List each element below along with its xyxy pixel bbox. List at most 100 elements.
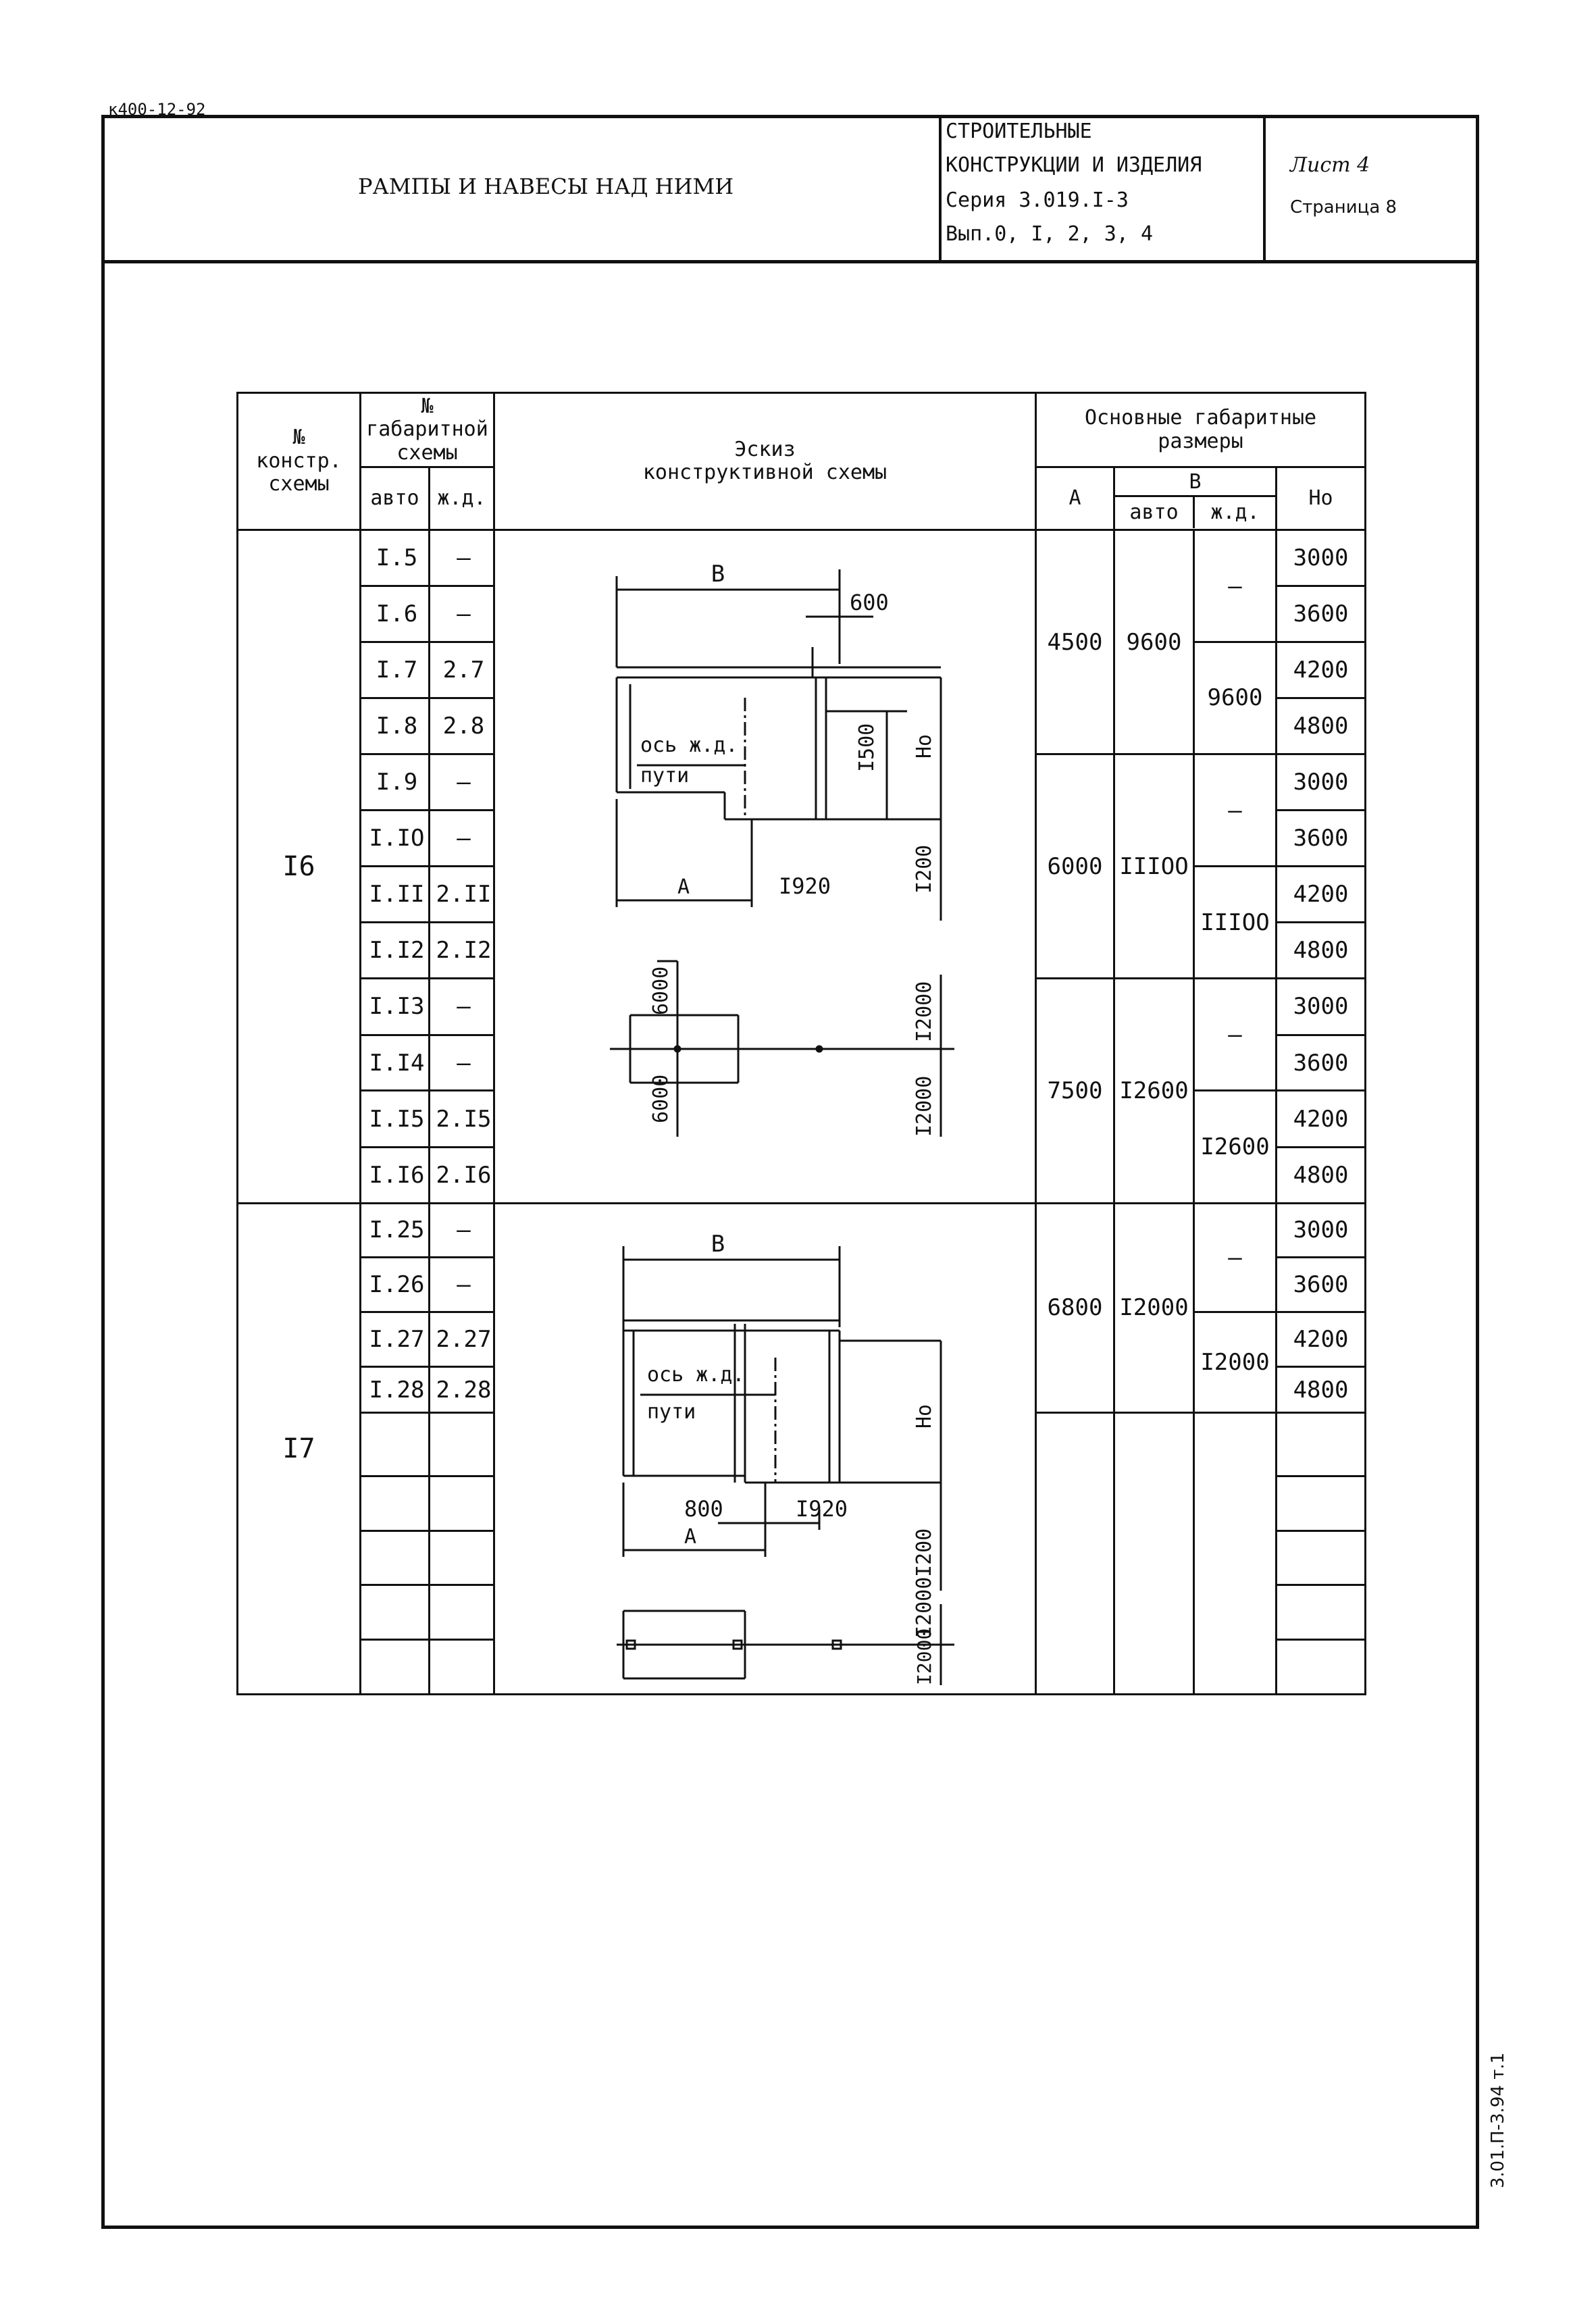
dim-B-avto-value: I2600 [1113,977,1195,1204]
dim-1200: I200 [912,1528,936,1577]
series-line-4: Вып.0, I, 2, 3, 4 [946,222,1154,246]
gab-avto: I.26 [359,1256,430,1313]
gab-avto: I.I5 [359,1089,430,1148]
gab-avto: I.5 [359,529,430,588]
header-zd: ж.д. [428,466,495,532]
title-block: РАМПЫ И НАВЕСЫ НАД НИМИ СТРОИТЕЛЬНЫЕ КОН… [101,115,1479,263]
header-B: В авто ж.д. [1113,466,1277,532]
dim-A: А [677,875,690,899]
dim-Ho-value: 3000 [1275,529,1367,588]
dim-Ho: Ho [912,1404,936,1429]
dim-Ho-value: 4200 [1275,865,1367,924]
gab-zd: 2.I2 [428,921,495,980]
axis-label-1: ось ж.д. [647,1363,745,1387]
page-title: РАМПЫ И НАВЕСЫ НАД НИМИ [358,174,734,199]
gab-avto: I.28 [359,1366,430,1414]
gab-avto: I.25 [359,1202,430,1259]
dim-B-zd-value: IIIOO [1193,865,1277,980]
empty-cell [359,1475,430,1532]
empty-cell [428,1412,495,1478]
dim-Ho-value: 3600 [1275,1033,1367,1092]
dim-Ho-value: 4800 [1275,921,1367,980]
dim-1920: I920 [779,873,831,899]
page-number: Страница 8 [1290,197,1397,217]
header-A: А [1035,466,1115,532]
gab-zd: – [428,1202,495,1259]
axis-label-1: ось ж.д. [640,734,738,757]
empty-cell [359,1412,430,1478]
gab-avto: I.IO [359,809,430,868]
empty-cell [359,1529,430,1587]
dim-A: А [684,1525,696,1549]
gab-zd: – [428,752,495,812]
empty-cell [1035,1412,1115,1695]
side-code: 3.01.П-3.94 т.1 [1488,2052,1508,2188]
dim-12000-bottom: I2000 [912,1076,936,1137]
empty-cell [428,1529,495,1587]
empty-cell [1275,1584,1367,1641]
dim-12000-top: I2000 [912,1576,936,1637]
gab-zd: – [428,529,495,588]
sketch-cell: В 600 ось ж.д. пути I500 Ho А I920 I200 … [493,529,1037,1204]
gab-zd: 2.I5 [428,1089,495,1148]
sheet-frame [101,115,1479,2229]
gab-avto: I.6 [359,585,430,643]
dim-Ho-value: 4200 [1275,1089,1367,1148]
dim-1500: I500 [855,723,879,772]
dim-B-zd-value: – [1193,977,1277,1092]
empty-cell [359,1639,430,1695]
gab-avto: I.II [359,865,430,924]
gab-zd: – [428,977,495,1036]
sketch-1: В 600 ось ж.д. пути I500 Ho А I920 I200 … [610,561,954,1137]
stamp-divider [939,115,942,261]
gab-zd: 2.7 [428,640,495,700]
gab-avto: I.I4 [359,1033,430,1092]
empty-cell [428,1475,495,1532]
header-Ho: Ho [1275,466,1367,532]
series-line-1: СТРОИТЕЛЬНЫЕ [946,120,1092,143]
dim-Ho-value: 4800 [1275,1366,1367,1414]
dim-12000-bottom: I2000 [913,1628,935,1685]
dim-Ho-value: 4200 [1275,1310,1367,1368]
scheme-id: I6 [236,529,361,1204]
dim-6000-bottom: 6000 [649,1075,673,1123]
gab-zd: – [428,1256,495,1313]
gab-zd: 2.II [428,865,495,924]
dim-Ho-value: 4800 [1275,697,1367,755]
dim-B-avto-value: 9600 [1113,529,1195,755]
sketch-cell: В ось ж.д. пути Ho 800 I920 А I200 I2000… [493,1202,1037,1696]
dim-Ho-value: 4200 [1275,640,1367,700]
dim-A-value: 6000 [1035,752,1115,980]
dim-Ho-value: 3000 [1275,977,1367,1036]
header-avto: авто [359,466,430,532]
empty-cell [359,1584,430,1641]
dim-Ho-value: 3600 [1275,585,1367,643]
series-line-3: Серия 3.019.I-3 [946,188,1129,212]
dim-Ho: Ho [912,734,936,759]
gab-zd: – [428,585,495,643]
dim-A-value: 4500 [1035,529,1115,755]
empty-cell [428,1584,495,1641]
empty-cell [428,1639,495,1695]
gab-avto: I.I2 [359,921,430,980]
dim-B-zd-value: I2600 [1193,1089,1277,1204]
dim-Ho-value: 3600 [1275,1256,1367,1313]
gab-zd: 2.27 [428,1310,495,1368]
dim-B-zd-value: – [1193,529,1277,643]
dim-12000-top: I2000 [912,981,936,1042]
gab-avto: I.27 [359,1310,430,1368]
dim-Ho-value: 3000 [1275,752,1367,812]
gab-zd: 2.28 [428,1366,495,1414]
gab-zd: 2.I6 [428,1146,495,1204]
sheet-number: Лист 4 [1290,153,1370,177]
gab-avto: I.7 [359,640,430,700]
dim-A-value: 6800 [1035,1202,1115,1414]
gab-zd: – [428,1033,495,1092]
empty-cell [1275,1475,1367,1532]
dim-B-zd-value: I2000 [1193,1310,1277,1414]
header-B-zd: ж.д. [1210,500,1260,524]
